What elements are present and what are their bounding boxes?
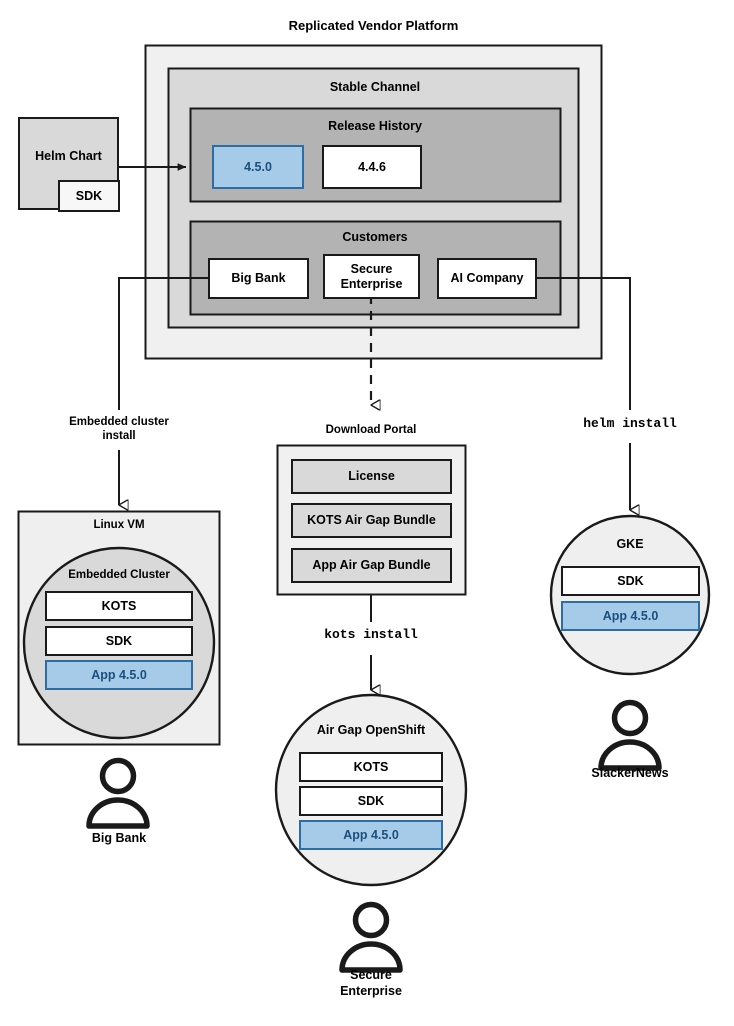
artifact-label: KOTS Air Gap Bundle: [307, 513, 436, 527]
customer-box-secure-enterprise[interactable]: Secure Enterprise: [323, 254, 420, 299]
release-chip-4-4-6[interactable]: 4.4.6: [322, 145, 422, 189]
artifact-label: License: [348, 469, 395, 483]
component-box-kots[interactable]: KOTS: [45, 591, 193, 621]
release-history-title: Release History: [328, 119, 422, 133]
user-label-big-bank: Big Bank: [91, 831, 147, 845]
person-icon-slackernews: [598, 699, 662, 771]
customers-title: Customers: [342, 230, 408, 244]
component-box-app[interactable]: App 4.5.0: [299, 820, 443, 850]
component-label: SDK: [357, 793, 385, 808]
linux-vm-title: Linux VM: [93, 519, 145, 531]
person-icon-secure-enterprise: [339, 901, 403, 973]
component-box-app[interactable]: App 4.5.0: [561, 601, 700, 631]
release-version-label: 4.4.6: [358, 159, 386, 174]
component-label: App 4.5.0: [343, 827, 399, 842]
embedded-cluster-title: Embedded Cluster: [68, 569, 170, 581]
user-label-slackernews: SlackerNews: [591, 766, 669, 780]
component-label: KOTS: [353, 759, 389, 774]
page-title: Replicated Vendor Platform: [288, 18, 459, 33]
customer-box-ai-company[interactable]: AI Company: [437, 258, 537, 299]
component-box-sdk[interactable]: SDK: [45, 626, 193, 656]
flow-label-helm-install: helm install: [583, 416, 677, 431]
gke-title: GKE: [616, 537, 644, 551]
customer-box-big-bank[interactable]: Big Bank: [208, 258, 309, 299]
customer-name-label: Big Bank: [231, 271, 286, 285]
download-portal-title: Download Portal: [325, 424, 417, 436]
flow-label-embedded-install: Embedded cluster install: [69, 416, 169, 443]
component-label: App 4.5.0: [602, 608, 659, 623]
component-box-app[interactable]: App 4.5.0: [45, 660, 193, 690]
artifact-box-license[interactable]: License: [291, 459, 452, 494]
stable-channel-title: Stable Channel: [329, 80, 421, 94]
component-label: App 4.5.0: [91, 667, 147, 682]
customer-name-label: Secure Enterprise: [340, 261, 403, 291]
component-label: SDK: [617, 573, 644, 588]
release-chip-4-5-0[interactable]: 4.5.0: [212, 145, 304, 189]
component-label: KOTS: [101, 598, 137, 613]
component-label: SDK: [105, 633, 133, 648]
flow-label-kots-install: kots install: [324, 627, 418, 642]
component-box-kots[interactable]: KOTS: [299, 752, 443, 782]
airgap-openshift-title: Air Gap OpenShift: [316, 723, 426, 737]
artifact-box-app-air-gap-bundle[interactable]: App Air Gap Bundle: [291, 548, 452, 583]
user-label-secure-enterprise: Secure Enterprise: [340, 968, 402, 998]
component-box-sdk[interactable]: SDK: [561, 566, 700, 596]
helm-chart-label: Helm Chart: [35, 149, 102, 163]
artifact-box-kots-air-gap-bundle[interactable]: KOTS Air Gap Bundle: [291, 503, 452, 538]
helm-chart-sdk-label: SDK: [75, 188, 103, 203]
person-icon-big-bank: [86, 757, 150, 829]
customer-name-label: AI Company: [450, 271, 524, 285]
artifact-label: App Air Gap Bundle: [312, 558, 431, 572]
bigbank-to-linuxvm-connector: [118, 277, 214, 410]
aicompany-to-gke-connector: [537, 277, 631, 410]
component-box-sdk[interactable]: SDK: [299, 786, 443, 816]
helm-chart-sdk-box[interactable]: SDK: [58, 180, 120, 212]
release-version-label: 4.5.0: [244, 159, 272, 174]
